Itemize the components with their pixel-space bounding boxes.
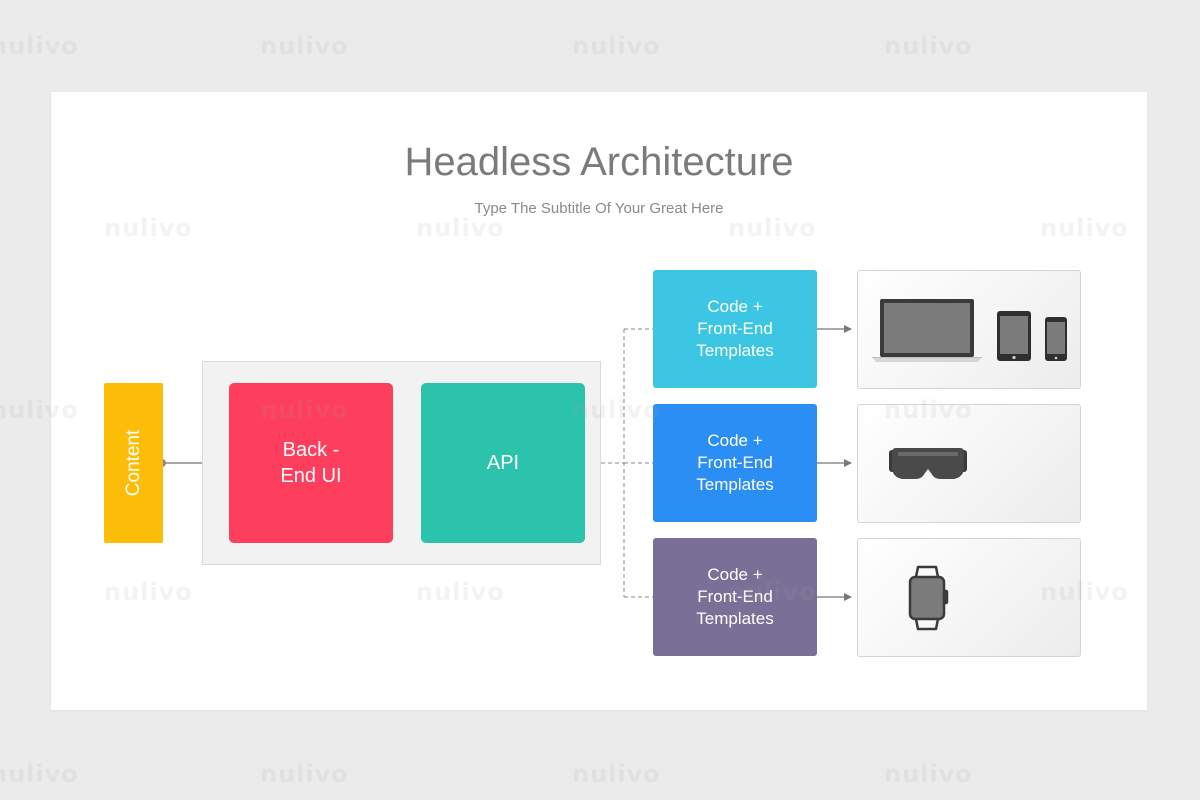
backend-ui-label: Back - End UI bbox=[280, 439, 342, 487]
watermark-text: nulivo bbox=[260, 32, 349, 60]
api-label: API bbox=[486, 451, 520, 474]
slide-title: Headless Architecture bbox=[404, 140, 794, 184]
cms-container: Back - End UI API bbox=[202, 361, 601, 565]
watermark-text: nulivo bbox=[0, 760, 79, 788]
watermark-text: nulivo bbox=[884, 32, 973, 60]
vr-headset-icon bbox=[889, 448, 967, 479]
slide: Headless Architecture Type The Subtitle … bbox=[51, 92, 1147, 710]
watermark-text: nulivo bbox=[572, 760, 661, 788]
device-panel-screens bbox=[857, 270, 1081, 389]
watermark-text: nulivo bbox=[884, 760, 973, 788]
watermark-text: nulivo bbox=[260, 760, 349, 788]
template-block-2: Code + Front-End Templates bbox=[653, 404, 817, 522]
slide-subtitle: Type The Subtitle Of Your Great Here bbox=[474, 200, 724, 217]
smartwatch-icon bbox=[908, 565, 949, 631]
watermark-text: nulivo bbox=[572, 32, 661, 60]
phone-icon bbox=[1045, 317, 1067, 361]
api-block: API bbox=[421, 383, 585, 543]
tablet-icon bbox=[997, 311, 1031, 361]
laptop-icon bbox=[872, 299, 982, 362]
backend-ui-block: Back - End UI bbox=[229, 383, 393, 543]
device-panel-vr bbox=[857, 404, 1081, 523]
watermark-text: nulivo bbox=[0, 32, 79, 60]
content-label: Content bbox=[122, 429, 144, 497]
content-block: Content bbox=[104, 383, 163, 543]
template-block-3: Code + Front-End Templates bbox=[653, 538, 817, 656]
template-block-1: Code + Front-End Templates bbox=[653, 270, 817, 388]
device-panel-watch bbox=[857, 538, 1081, 657]
